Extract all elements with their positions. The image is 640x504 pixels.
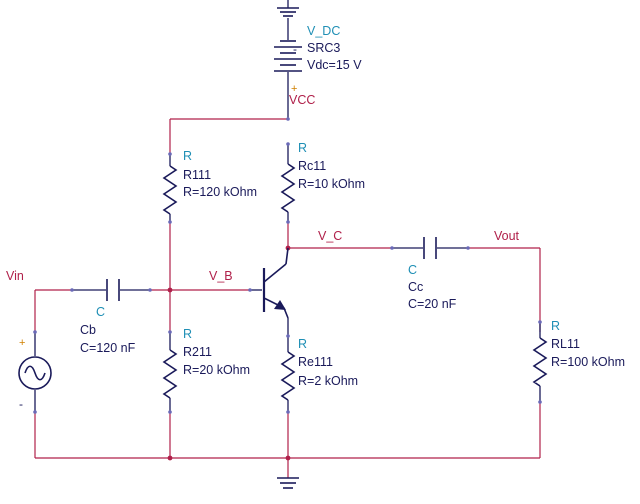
resistor-r211[interactable]: R R211 R=20 kOhm — [162, 327, 250, 412]
re111-type: R — [298, 337, 307, 351]
junctions — [167, 245, 291, 461]
dc-source-name: SRC3 — [307, 41, 340, 55]
r211-name: R211 — [183, 345, 212, 359]
r111-type: R — [183, 149, 192, 163]
battery-icon — [274, 40, 302, 72]
net-label-vcc: VCC — [289, 93, 315, 107]
rl11-type: R — [551, 319, 560, 333]
emitter-arrow-icon — [274, 300, 286, 310]
net-label-vin: Vin — [6, 269, 24, 283]
cc-type: C — [408, 263, 417, 277]
npn-transistor-icon[interactable] — [250, 247, 289, 336]
dc-source-type: V_DC — [307, 24, 340, 38]
junction-vb — [167, 287, 173, 293]
net-label-vb: V_B — [209, 269, 233, 283]
rc11-type: R — [298, 141, 307, 155]
re111-name: Re111 — [298, 355, 333, 369]
dc-source[interactable]: V_DC - SRC3 Vdc=15 V + — [274, 0, 362, 119]
cb-type: C — [96, 305, 105, 319]
junction-gnd-left — [167, 455, 173, 461]
r211-value: R=20 kOhm — [183, 363, 250, 377]
re111-value: R=2 kOhm — [298, 374, 358, 388]
cc-name: Cc — [408, 280, 423, 294]
rl11-value: R=100 kOhm — [551, 355, 625, 369]
cb-value: C=120 nF — [80, 341, 136, 355]
r211-type: R — [183, 327, 192, 341]
capacitor-cb[interactable]: C Cb C=120 nF — [72, 279, 150, 355]
capacitor-cc[interactable]: C Cc C=20 nF — [392, 237, 468, 311]
cc-value: C=20 nF — [408, 297, 457, 311]
rc11-name: Rc11 — [298, 159, 326, 173]
junction-gnd-mid — [285, 455, 291, 461]
ground-icon — [277, 477, 299, 489]
resistor-rc11[interactable]: R Rc11 R=10 kOhm — [280, 141, 365, 222]
pin-markers — [33, 117, 542, 414]
dc-source-minus-sign: - — [293, 42, 297, 56]
net-label-vc: V_C — [318, 229, 342, 243]
resistor-r111[interactable]: R R111 R=120 kOhm — [162, 149, 257, 222]
dc-source-value: Vdc=15 V — [307, 58, 362, 72]
ac-source-minus-sign: - — [19, 397, 23, 411]
dc-source-plus-sign: + — [291, 83, 297, 95]
r111-name: R111 — [183, 168, 211, 182]
ac-source-icon[interactable]: + - — [18, 332, 52, 412]
resistor-re111[interactable]: R Re111 R=2 kOhm — [280, 336, 358, 412]
resistor-rl11[interactable]: R RL11 R=100 kOhm — [532, 319, 625, 402]
r111-value: R=120 kOhm — [183, 185, 257, 199]
net-label-vout: Vout — [494, 229, 520, 243]
ground-icon — [277, 0, 299, 17]
ac-source-plus-sign: + — [19, 337, 25, 349]
rl11-name: RL11 — [551, 337, 580, 351]
rc11-value: R=10 kOhm — [298, 177, 365, 191]
cb-name: Cb — [80, 323, 96, 337]
